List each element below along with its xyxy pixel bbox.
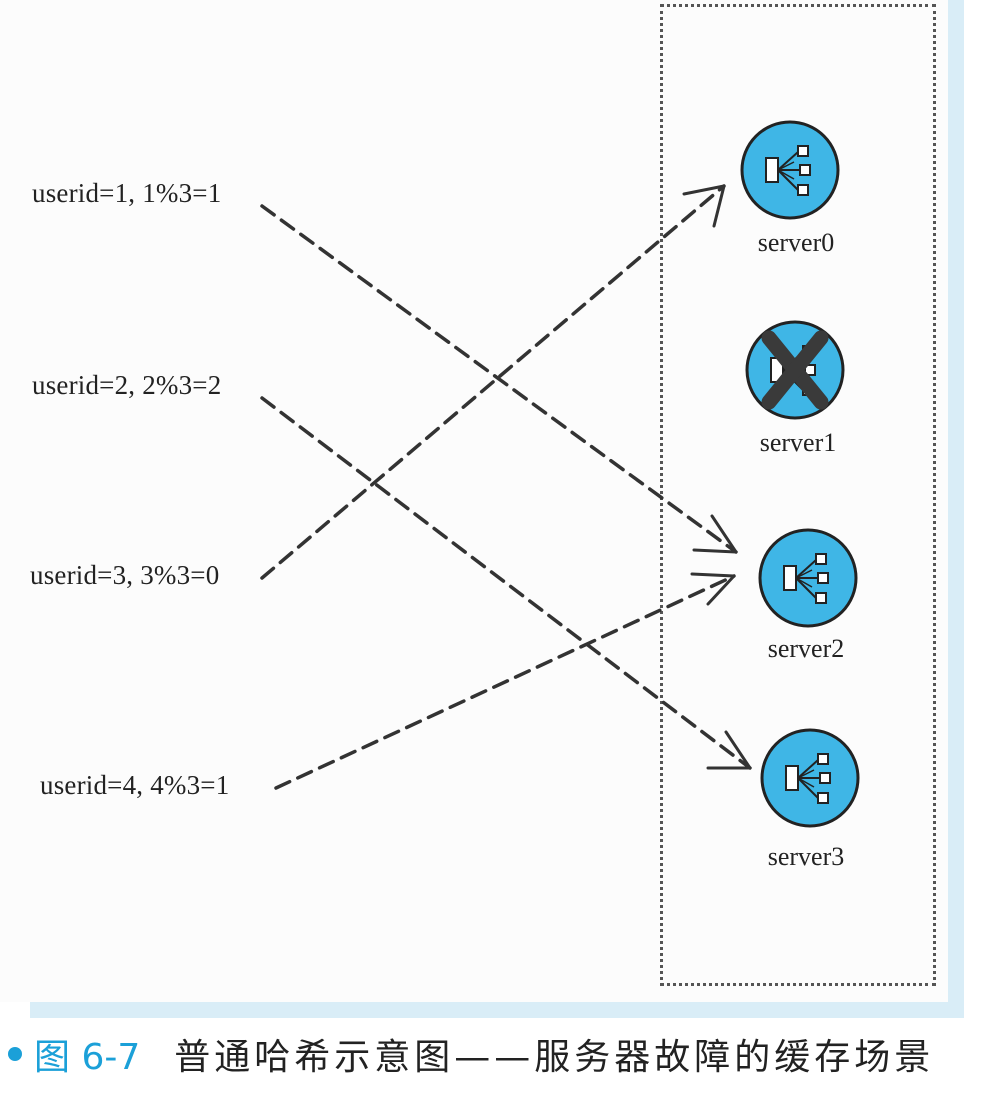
bullet-dot: [8, 1047, 22, 1061]
request-label-4: userid=4, 4%3=1: [40, 770, 230, 800]
server2-icon: [758, 528, 858, 628]
arrow-req4-to-server2: [274, 574, 736, 790]
caption-title: 普通哈希示意图——服务器故障的缓存场景: [174, 1037, 935, 1078]
arrowhead-server0: [682, 184, 726, 228]
arrowhead-server3: [706, 730, 752, 770]
request-label-2: userid=2, 2%3=2: [32, 370, 222, 400]
server0-icon: [740, 120, 840, 220]
server3-label: server3: [767, 842, 845, 871]
caption-number: 图 6-7: [34, 1037, 141, 1078]
arrowhead-server2-a: [692, 514, 738, 554]
server-cluster-box: [660, 4, 936, 986]
arrow-req2-to-server3: [260, 396, 752, 770]
server2-label: server2: [767, 634, 845, 663]
server3-icon: [760, 728, 860, 828]
server1-label: server1: [759, 428, 837, 457]
arrowhead-server2-b: [690, 572, 736, 606]
request-label-1: userid=1, 1%3=1: [32, 178, 222, 208]
figure-caption: 图 6-7 普通哈希示意图——服务器故障的缓存场景: [8, 1024, 934, 1084]
panel-shadow: [30, 1002, 964, 1018]
arrow-req1-to-server2: [260, 204, 738, 554]
server1-failed-icon: [745, 320, 845, 420]
request-label-3: userid=3, 3%3=0: [30, 560, 220, 590]
server0-label: server0: [757, 228, 835, 257]
panel-shadow: [948, 0, 964, 1018]
arrow-req3-to-server0: [260, 184, 726, 580]
